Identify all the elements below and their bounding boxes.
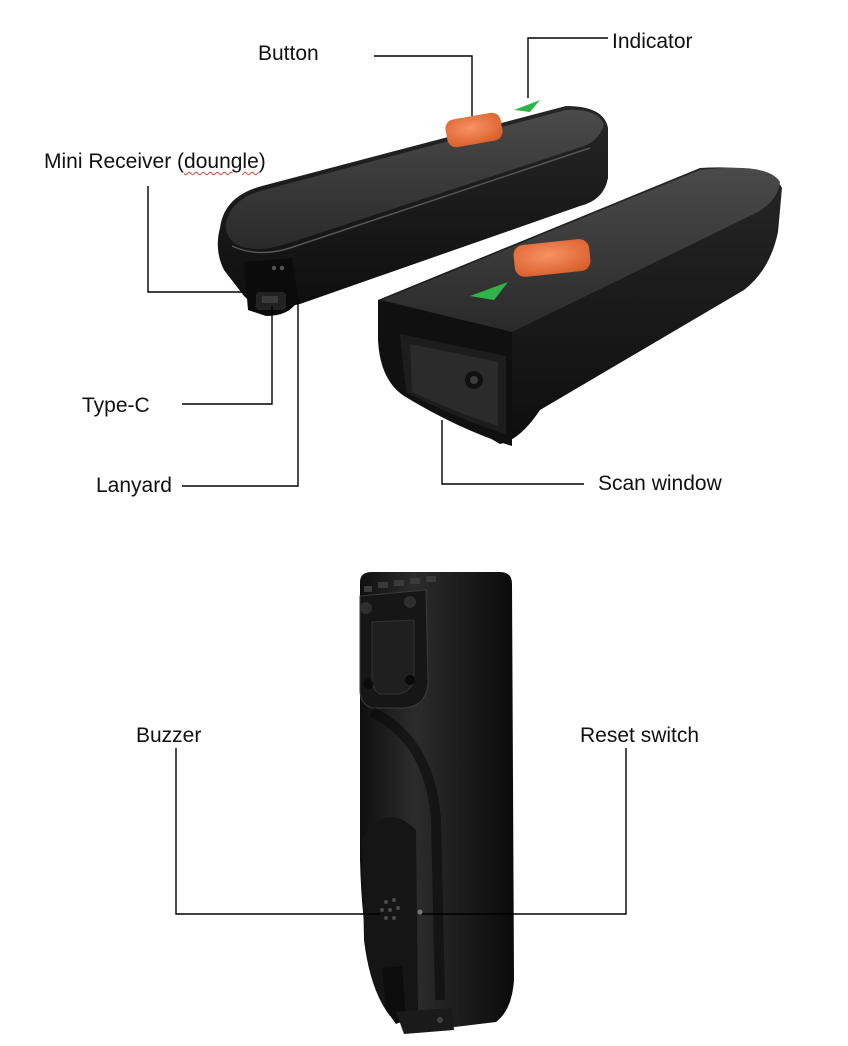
leader-type-c	[182, 306, 273, 405]
label-mini-receiver-suffix: )	[258, 150, 266, 173]
scanner-back-view	[359, 572, 514, 1034]
indicator-green-right	[470, 282, 508, 300]
label-lanyard: Lanyard	[96, 474, 172, 497]
leader-lines	[147, 37, 627, 915]
label-scan-window: Scan window	[598, 472, 722, 495]
label-type-c: Type-C	[82, 394, 150, 417]
scanner-right	[378, 167, 782, 446]
leader-lanyard	[182, 300, 299, 487]
leader-reset-switch	[422, 748, 627, 915]
leader-buzzer	[175, 748, 380, 915]
leader-scan-window	[441, 420, 584, 485]
indicator-green-left	[514, 100, 540, 112]
button-orange-right	[513, 239, 591, 277]
label-indicator: Indicator	[612, 30, 693, 53]
label-mini-receiver-word: doungle	[184, 150, 259, 173]
label-reset-switch: Reset switch	[580, 724, 700, 747]
reset-pinhole	[417, 909, 423, 915]
label-mini-receiver-prefix: Mini Receiver (	[44, 150, 185, 173]
buzzer-holes	[380, 898, 400, 920]
leader-mini-receiver	[147, 186, 248, 293]
label-mini-receiver: Mini Receiver (doungle)	[44, 150, 266, 174]
leader-indicator	[527, 37, 608, 98]
scanner-left	[217, 100, 608, 316]
label-button: Button	[258, 42, 319, 65]
leader-button	[374, 55, 473, 116]
button-orange-left	[445, 112, 503, 148]
label-buzzer: Buzzer	[136, 724, 202, 747]
